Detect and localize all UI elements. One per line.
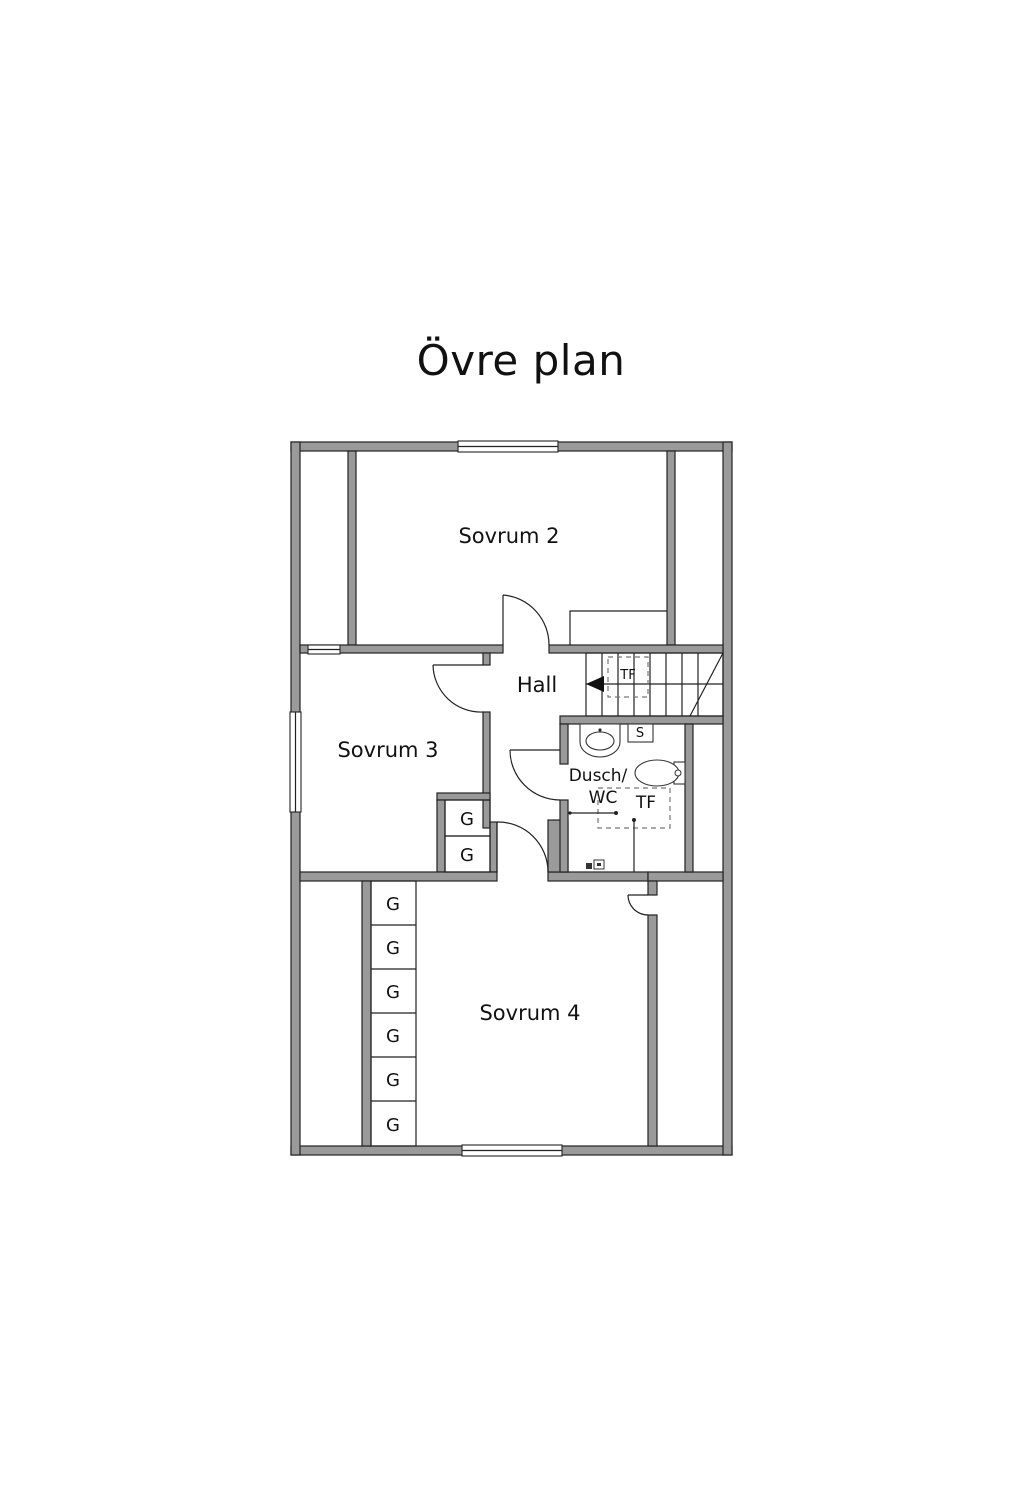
bathroom-fixtures xyxy=(568,723,686,872)
staircase xyxy=(585,652,724,717)
wardrobe-outline xyxy=(569,610,667,645)
storage-label: G xyxy=(386,938,400,959)
bath-tf-label: TF xyxy=(635,793,656,813)
storage-label: G xyxy=(386,1070,400,1091)
storage-label: G xyxy=(460,809,474,830)
plan-title: Övre plan xyxy=(416,336,626,385)
windows xyxy=(289,440,563,1157)
storage-label: G xyxy=(386,1026,400,1047)
room-label-sovrum-3: Sovrum 3 xyxy=(337,738,438,762)
storage-label: G xyxy=(386,894,400,915)
s-label: S xyxy=(636,726,644,741)
storage-column xyxy=(370,880,417,1147)
storage-small xyxy=(444,799,491,873)
room-label-hall: Hall xyxy=(517,673,557,697)
doors xyxy=(432,594,649,916)
room-label-dusch-wc-line1: Dusch/ xyxy=(569,766,628,786)
interior-walls xyxy=(299,450,724,1147)
stair-tf-label: TF xyxy=(619,668,635,683)
storage-label: G xyxy=(386,1115,400,1136)
outer-walls xyxy=(290,441,733,1156)
room-label-sovrum-4: Sovrum 4 xyxy=(479,1001,580,1025)
storage-label: G xyxy=(386,982,400,1003)
storage-label: G xyxy=(460,845,474,866)
room-label-sovrum-2: Sovrum 2 xyxy=(458,524,559,548)
room-label-dusch-wc-line2: WC xyxy=(589,788,618,808)
arrow-left-icon xyxy=(586,676,604,692)
